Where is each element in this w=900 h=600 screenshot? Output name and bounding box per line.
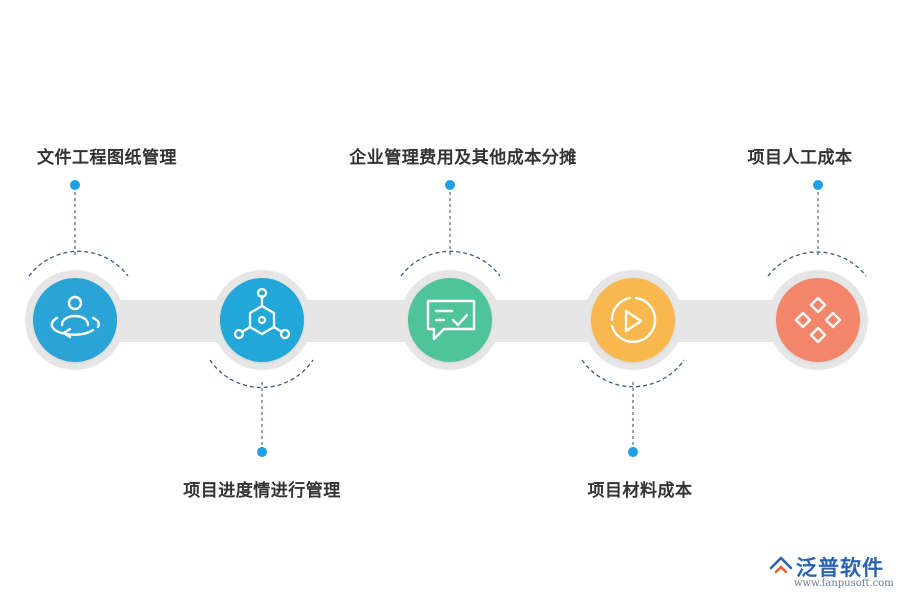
step-2-circle [220,278,304,362]
step-5-arc [767,251,867,277]
step-3-arc [400,250,501,277]
step-4-label: 项目材料成本 [587,481,693,501]
step-2-dot [257,447,267,457]
step-2 [209,270,314,457]
step-4-circle [591,278,675,362]
step-3-dot [445,180,455,190]
step-1-dot [70,180,80,190]
diamonds-icon [794,296,842,344]
chat-check-icon [426,299,476,341]
step-1-circle [33,278,117,362]
step-4-dot [628,447,638,457]
step-5-circle [776,278,860,362]
step-1 [25,180,129,370]
step-4 [581,270,685,457]
brand-logo: 泛普软件 www.fanpusoft.com [768,552,896,596]
step-2-label: 项目进度情进行管理 [183,481,341,501]
fanpu-logo-icon [769,556,793,574]
person-orbit-icon [50,295,100,339]
step-4-arc [581,359,685,388]
step-3-circle [408,278,492,362]
brand-url: www.fanpusoft.com [794,578,894,589]
step-5 [767,180,868,370]
step-1-arc [28,250,129,277]
pie-play-icon [610,296,657,343]
step-2-arc [209,359,314,389]
brand-name: 泛普软件 [796,556,884,580]
step-1-label: 文件工程图纸管理 [37,148,177,168]
step-5-label: 项目人工成本 [747,148,853,168]
step-5-dot [813,180,823,190]
network-hexagon-icon [233,287,291,340]
step-3 [400,180,501,370]
step-3-label: 企业管理费用及其他成本分摊 [349,148,577,168]
